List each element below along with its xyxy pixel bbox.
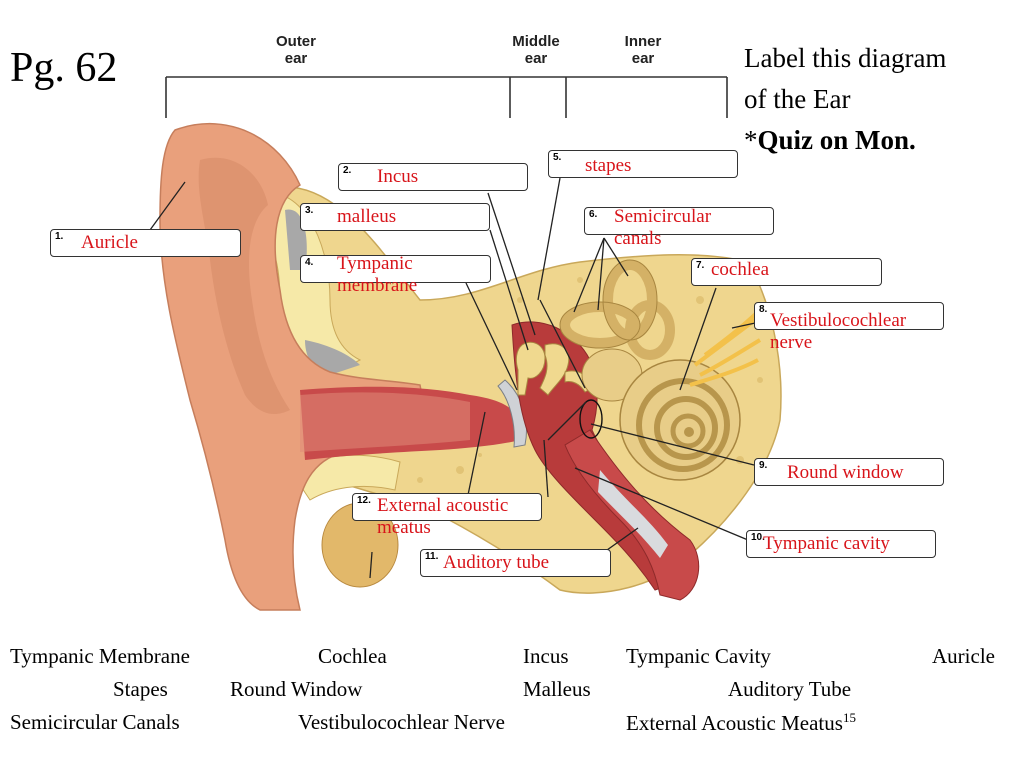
label-box-8-vestibulocochlear-nerve[interactable]: 8. bbox=[754, 302, 944, 330]
label-box-1-auricle[interactable]: 1. Auricle bbox=[50, 229, 241, 257]
cochlea-shape bbox=[619, 359, 741, 481]
label-answer: Tympanic cavity bbox=[763, 533, 890, 554]
label-number: 8. bbox=[759, 304, 768, 315]
label-box-2-incus[interactable]: 2. Incus bbox=[338, 163, 528, 191]
page-title: Pg. 62 bbox=[10, 45, 118, 91]
label-answer-line2: canals bbox=[614, 228, 662, 249]
region-outer-ear: Outer ear bbox=[251, 33, 341, 67]
label-answer-line1: Tympanic bbox=[337, 253, 413, 274]
asterisk: * bbox=[744, 125, 758, 155]
label-number: 12. bbox=[357, 495, 371, 506]
label-box-4-tympanic-membrane[interactable]: 4. bbox=[300, 255, 491, 283]
word-bank-item: Auditory Tube bbox=[728, 677, 852, 701]
region-outer-line1: Outer bbox=[275, 33, 316, 50]
label-box-12-external-acoustic-meatus[interactable]: 12. bbox=[352, 493, 542, 521]
instruction-line-2: of the Ear bbox=[744, 84, 851, 114]
word-bank-item: External Acoustic Meatus bbox=[626, 711, 843, 735]
label-box-11-auditory-tube[interactable]: 11. Auditory tube bbox=[420, 549, 611, 577]
label-answer: cochlea bbox=[711, 259, 770, 280]
semicircular-canals-shape bbox=[560, 260, 675, 360]
word-bank-item: Tympanic Cavity bbox=[626, 644, 771, 668]
label-answer-6: Semicircular canals bbox=[614, 206, 711, 250]
label-box-7-cochlea[interactable]: 7. cochlea bbox=[691, 258, 882, 286]
label-box-6-semicircular-canals[interactable]: 6. bbox=[584, 207, 774, 235]
label-answer-line2: meatus bbox=[377, 517, 431, 538]
label-answer: Auricle bbox=[81, 232, 138, 253]
label-answer-line1: External acoustic bbox=[377, 495, 509, 516]
word-bank-item: Incus bbox=[523, 644, 569, 668]
region-middle-line1: Middle bbox=[512, 33, 560, 50]
label-answer: malleus bbox=[337, 206, 397, 227]
word-bank-item: Stapes bbox=[113, 677, 168, 701]
region-bracket bbox=[165, 76, 728, 118]
label-number: 2. bbox=[343, 165, 352, 176]
round-window-marker bbox=[579, 399, 603, 439]
label-answer-4: Tympanic membrane bbox=[337, 253, 417, 297]
label-box-3-malleus[interactable]: 3. malleus bbox=[300, 203, 490, 231]
region-outer-line2: ear bbox=[284, 50, 308, 67]
slide-number: 15 bbox=[842, 710, 856, 725]
label-number: 6. bbox=[589, 209, 598, 220]
label-answer-12: External acoustic meatus bbox=[377, 495, 508, 539]
label-number: 5. bbox=[553, 152, 562, 163]
label-box-9-round-window[interactable]: 9. Round window bbox=[754, 458, 944, 486]
label-number: 4. bbox=[305, 257, 314, 268]
label-answer: Round window bbox=[787, 462, 904, 483]
word-bank-item: Tympanic Membrane bbox=[10, 644, 190, 668]
word-bank-item: Auricle bbox=[932, 644, 995, 668]
label-answer: Incus bbox=[377, 166, 419, 187]
region-middle-line2: ear bbox=[524, 50, 548, 67]
label-number: 11. bbox=[425, 551, 439, 562]
word-bank-item: Round Window bbox=[230, 677, 363, 701]
label-answer: Auditory tube bbox=[443, 552, 550, 573]
word-bank-last-with-slide-number: External Acoustic Meatus15 bbox=[626, 710, 856, 736]
leader-lines bbox=[149, 177, 761, 579]
label-answer-line1: Vestibulocochlear bbox=[770, 310, 907, 331]
quiz-text: Quiz on Mon. bbox=[757, 125, 916, 155]
word-bank-item: Malleus bbox=[523, 677, 591, 701]
region-middle-ear: Middle ear bbox=[491, 33, 581, 67]
word-bank-item: Vestibulocochlear Nerve bbox=[298, 710, 505, 734]
label-number: 9. bbox=[759, 460, 768, 471]
label-answer-8: Vestibulocochlear nerve bbox=[770, 310, 906, 354]
label-answer-line2: membrane bbox=[337, 275, 418, 296]
label-answer-line2: nerve bbox=[770, 332, 813, 353]
instruction-line-1: Label this diagram bbox=[744, 43, 947, 73]
region-inner-line1: Inner bbox=[624, 33, 662, 50]
word-bank-item: Cochlea bbox=[318, 644, 387, 668]
region-inner-ear: Inner ear bbox=[598, 33, 688, 67]
label-number: 10. bbox=[751, 532, 765, 543]
label-number: 7. bbox=[696, 260, 705, 271]
quiz-notice: *Quiz on Mon. bbox=[744, 124, 916, 157]
label-answer-line1: Semicircular bbox=[614, 206, 712, 227]
label-number: 3. bbox=[305, 205, 314, 216]
word-bank-item: Semicircular Canals bbox=[10, 710, 180, 734]
label-number: 1. bbox=[55, 231, 64, 242]
label-box-5-stapes[interactable]: 5. stapes bbox=[548, 150, 738, 178]
region-inner-line2: ear bbox=[631, 50, 655, 67]
ossicles bbox=[515, 341, 593, 396]
label-answer: stapes bbox=[585, 155, 632, 176]
label-box-10-tympanic-cavity[interactable]: 10. Tympanic cavity bbox=[746, 530, 936, 558]
